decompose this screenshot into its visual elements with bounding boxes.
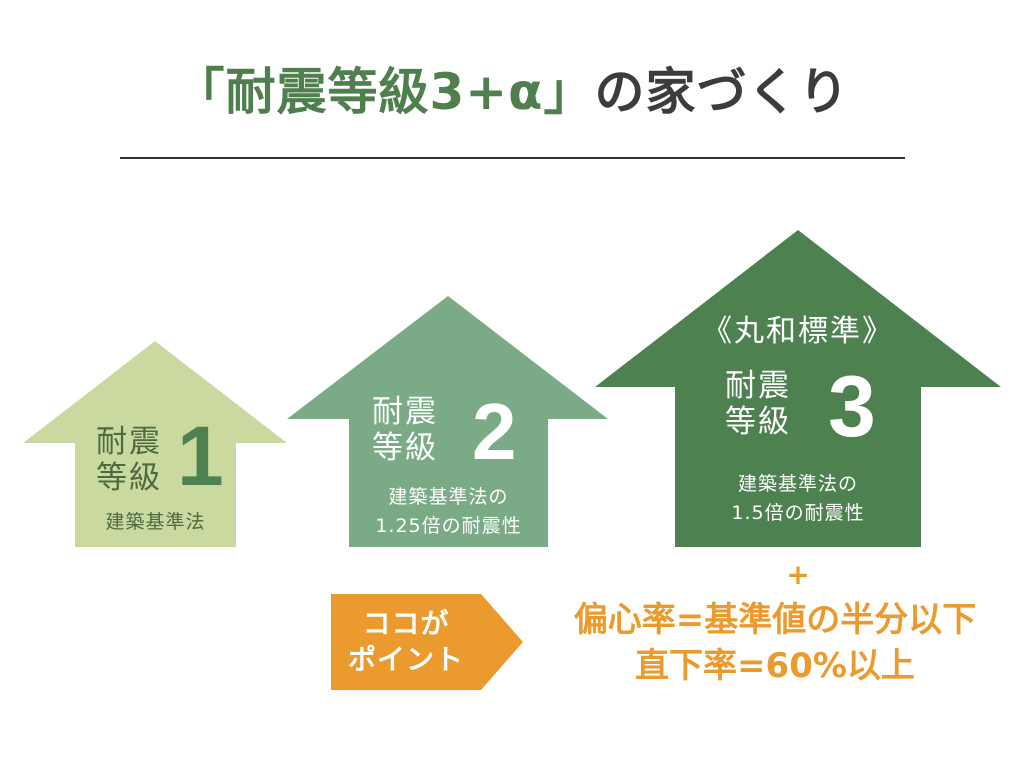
- point-arrow-tip: [481, 594, 523, 690]
- house-grade3-shape: [595, 230, 1001, 547]
- grade1-label: 耐震 等級: [96, 424, 162, 496]
- title-rest: の家づくり: [594, 63, 850, 121]
- grade3-caption: 建築基準法の 1.5倍の耐震性: [675, 470, 921, 528]
- grade2-label: 耐震 等級: [372, 394, 438, 466]
- plus-sign: +: [786, 558, 810, 591]
- grade1-label-line2: 等級: [96, 460, 162, 496]
- grade2-number: 2: [472, 387, 517, 476]
- title-highlight: 「耐震等級3+α」: [174, 63, 595, 121]
- point-detail-line2: 直下率=60%以上: [635, 646, 915, 686]
- grade3-label-line1: 耐震: [725, 368, 791, 404]
- grade3-label: 耐震 等級: [725, 368, 791, 440]
- grade3-caption-line1: 建築基準法の: [737, 473, 858, 495]
- grade1-label-line1: 耐震: [96, 424, 162, 460]
- grade3-label-line2: 等級: [725, 404, 791, 440]
- title-divider: [120, 157, 905, 159]
- point-badge-line2: ポイント: [347, 643, 464, 676]
- grade3-number: 3: [828, 359, 876, 455]
- grade2-caption-line2: 1.25倍の耐震性: [375, 515, 522, 537]
- house-grade2-shape: [287, 296, 608, 547]
- point-detail-line1: 偏心率=基準値の半分以下: [573, 600, 977, 640]
- house-grade1-shape: [23, 341, 287, 547]
- page-title: 「耐震等級3+α」の家づくり: [0, 52, 1024, 124]
- grade1-number: 1: [177, 409, 224, 503]
- point-badge-line1: ココが: [362, 607, 450, 640]
- grade1-caption: 建築基準法: [75, 508, 236, 537]
- grade2-label-line2: 等級: [372, 430, 438, 466]
- grade2-caption: 建築基準法の 1.25倍の耐震性: [349, 483, 548, 541]
- grade3-tag: 《丸和標準》: [702, 314, 894, 349]
- grade1-caption-line1: 建築基準法: [105, 511, 206, 533]
- grade2-label-line1: 耐震: [372, 394, 438, 430]
- grade2-caption-line1: 建築基準法の: [388, 486, 509, 508]
- grade3-caption-line2: 1.5倍の耐震性: [731, 502, 865, 524]
- point-badge: ココが ポイント: [331, 594, 481, 690]
